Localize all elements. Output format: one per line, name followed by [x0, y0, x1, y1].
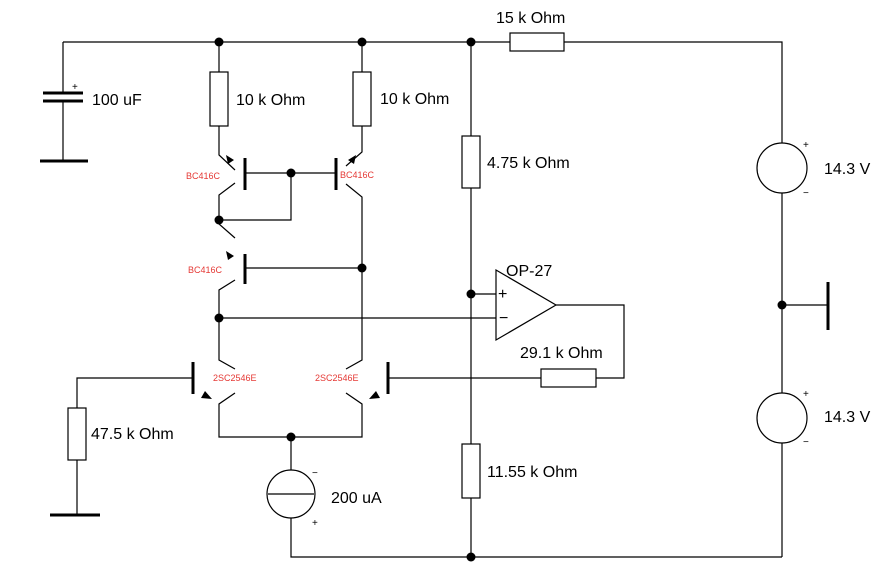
resistor-10k-left: 10 k Ohm: [209, 71, 305, 127]
opamp-label: OP-27: [506, 263, 552, 280]
junctions: [214, 37, 787, 562]
voltage-source-upper-plus: +: [803, 140, 809, 151]
opamp-op27: + − OP-27: [495, 263, 558, 342]
transistor-q4: 2SC2546E: [191, 362, 257, 399]
transistor-q3-label: BC416C: [188, 265, 223, 275]
resistor-29-1k-label: 29.1 k Ohm: [520, 345, 603, 362]
resistor-11-55k-label: 11.55 k Ohm: [487, 464, 577, 481]
resistor-15k-label: 15 k Ohm: [496, 10, 565, 27]
resistor-10k-left-label: 10 k Ohm: [236, 92, 305, 109]
current-source-minus: −: [312, 468, 318, 479]
transistor-q2-label: BC416C: [340, 170, 375, 180]
resistor-29-1k: 29.1 k Ohm: [520, 345, 603, 388]
transistor-q2: BC416C: [334, 155, 375, 190]
resistor-11-55k: 11.55 k Ohm: [461, 443, 577, 499]
opamp-plus-input: +: [498, 286, 507, 303]
current-source-plus: +: [312, 518, 318, 529]
transistor-q1-label: BC416C: [186, 171, 221, 181]
resistor-4-75k-label: 4.75 k Ohm: [487, 155, 570, 172]
transistor-q4-label: 2SC2546E: [213, 373, 257, 383]
voltage-source-lower-label: 14.3 V: [824, 409, 871, 426]
capacitor-label: 100 uF: [92, 92, 142, 109]
voltage-source-lower-minus: −: [803, 437, 809, 448]
wires: [62, 41, 827, 558]
transistor-q5: 2SC2546E: [315, 362, 390, 399]
resistor-10k-right-label: 10 k Ohm: [380, 91, 449, 108]
resistor-47-5k: 47.5 k Ohm: [50, 407, 174, 517]
opamp-minus-input: −: [499, 310, 508, 327]
voltage-source-lower-plus: +: [803, 389, 809, 400]
current-source-label: 200 uA: [331, 490, 382, 507]
transistor-q5-label: 2SC2546E: [315, 373, 359, 383]
voltage-source-lower: + − 14.3 V: [756, 389, 871, 448]
voltage-source-upper-label: 14.3 V: [824, 161, 871, 178]
transistor-q3: BC416C: [188, 251, 247, 284]
capacitor-plus-label: +: [72, 82, 78, 93]
resistor-4-75k: 4.75 k Ohm: [461, 135, 570, 189]
current-source-200ua: − + 200 uA: [266, 468, 382, 529]
voltage-source-upper-minus: −: [803, 188, 809, 199]
capacitor-100uf: + 100 uF: [40, 82, 142, 163]
transistor-q1: BC416C: [186, 155, 247, 190]
resistor-10k-right: 10 k Ohm: [352, 71, 449, 127]
voltage-source-upper: + − 14.3 V: [756, 140, 871, 199]
resistor-47-5k-label: 47.5 k Ohm: [91, 426, 174, 443]
resistor-15k: 15 k Ohm: [496, 10, 565, 52]
